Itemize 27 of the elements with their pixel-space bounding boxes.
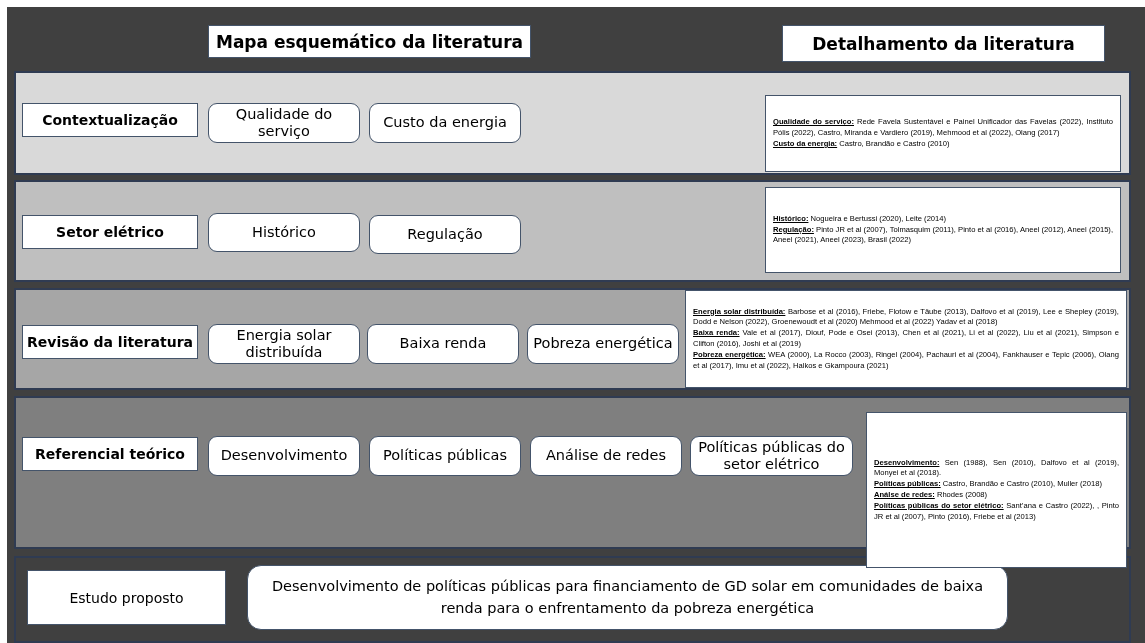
topic-box: Políticas públicas do setor elétrico	[690, 436, 853, 476]
topic-box: Pobreza energética	[527, 324, 679, 364]
topic-box: Qualidade do serviço	[208, 103, 360, 143]
topic-box: Políticas públicas	[369, 436, 521, 476]
section-label: Setor elétrico	[22, 215, 198, 249]
topic-box: Regulação	[369, 215, 521, 254]
heading-box: Detalhamento da literatura	[782, 25, 1105, 62]
section-band	[14, 71, 1131, 175]
section-label: Estudo proposto	[27, 570, 226, 625]
topic-box: Análise de redes	[530, 436, 682, 476]
topic-box: Energia solar distribuída	[208, 324, 360, 364]
reference-box	[866, 412, 1127, 568]
topic-box: Baixa renda	[367, 324, 519, 364]
topic-box: Histórico	[208, 213, 360, 252]
section-label: Referencial teórico	[22, 437, 198, 471]
topic-box: Desenvolvimento	[208, 436, 360, 476]
section-band	[14, 556, 1131, 643]
reference-box	[765, 95, 1121, 172]
reference-box	[685, 290, 1127, 388]
topic-box: Custo da energia	[369, 103, 521, 143]
section-label: Contextualização	[22, 103, 198, 137]
heading-box: Mapa esquemático da literatura	[208, 25, 531, 58]
section-band	[14, 180, 1131, 282]
proposal-box: Desenvolvimento de políticas públicas para financiamento de GD solar em comunidades de baixa renda para o enfrentamento da pobreza energética	[247, 565, 1008, 630]
section-label: Revisão da literatura	[22, 325, 198, 359]
section-band	[14, 288, 1131, 390]
reference-box	[765, 187, 1121, 273]
